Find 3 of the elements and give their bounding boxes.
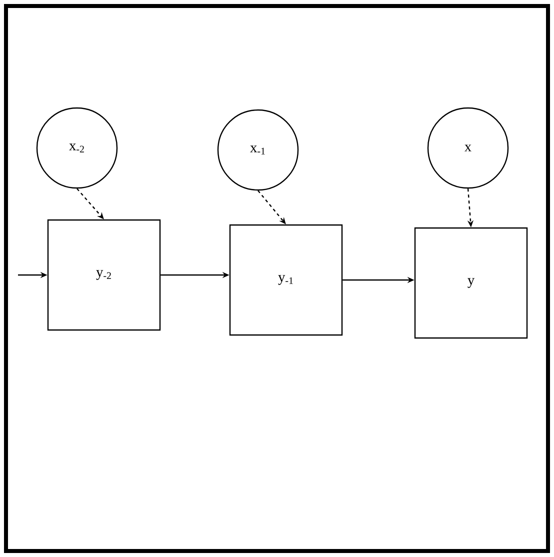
state-box: y (414, 227, 528, 339)
state-box: y$_{-1}$ (229, 224, 343, 336)
state-box: y$_{-2}$ (47, 219, 161, 331)
